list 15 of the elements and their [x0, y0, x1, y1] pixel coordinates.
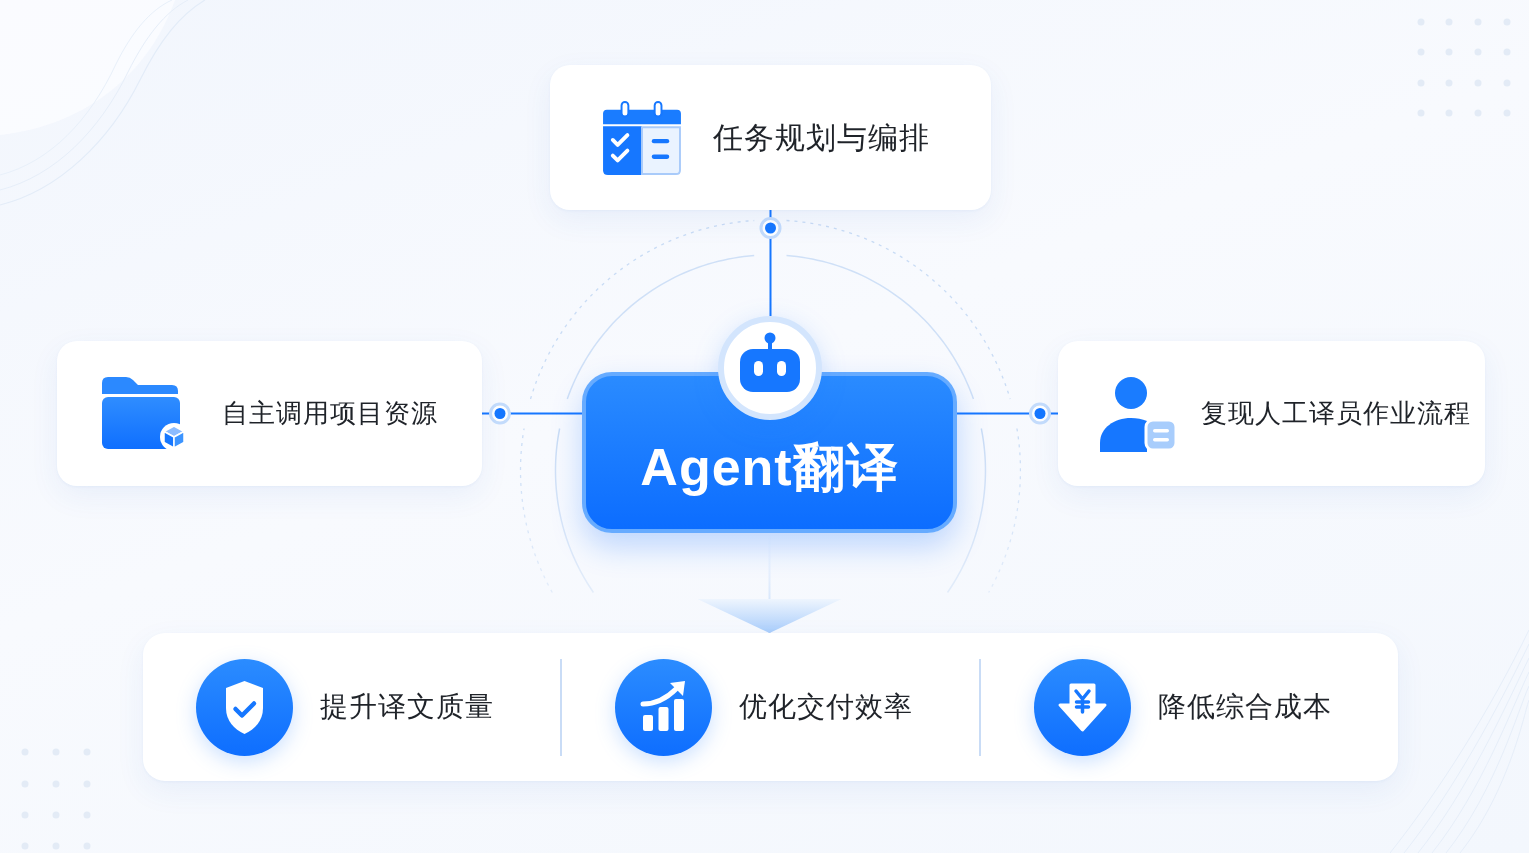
agent-hub-box — [582, 316, 957, 533]
feature-card — [1058, 341, 1485, 486]
feature-card — [57, 341, 482, 486]
connector-line — [956, 402, 1059, 425]
card-label: 任务规划与编排 — [713, 119, 930, 156]
benefit-label: 优化交付效率 — [739, 690, 913, 724]
card-label: 复现人工译员作业流程 — [1201, 397, 1471, 430]
hub-title: Agent翻译 — [640, 438, 899, 498]
benefit-label: 降低综合成本 — [1158, 690, 1332, 724]
connector-line — [481, 402, 583, 425]
feature-card — [550, 65, 991, 210]
benefits-panel — [143, 633, 1398, 781]
card-label: 自主调用项目资源 — [222, 397, 438, 430]
benefit-label: 提升译文质量 — [320, 690, 494, 724]
connector-line — [759, 209, 782, 317]
